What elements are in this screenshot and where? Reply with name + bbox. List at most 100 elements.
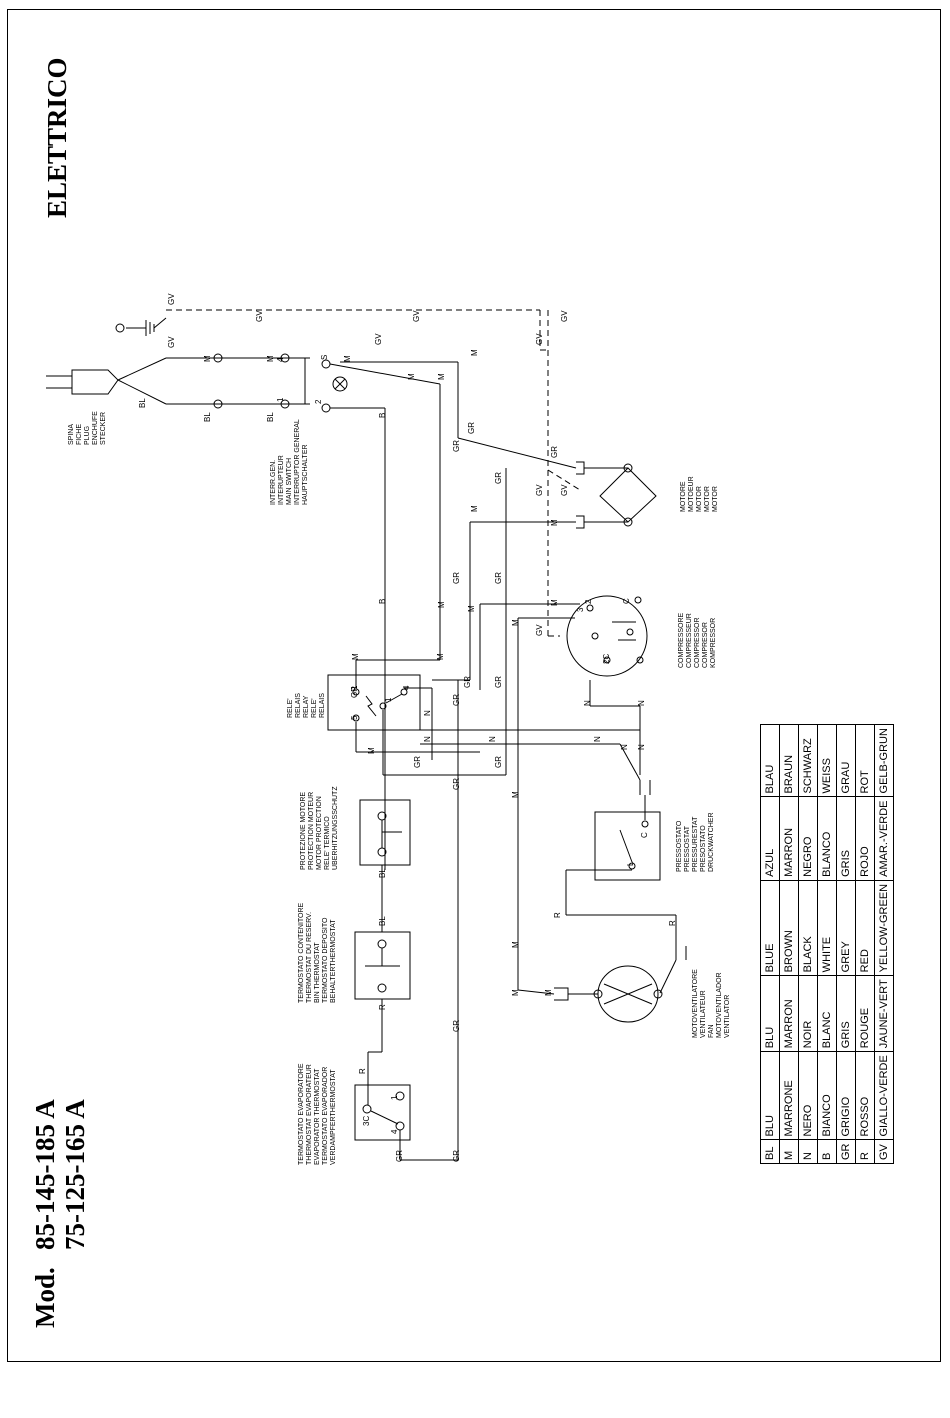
color-name-cell: BRAUN [779, 724, 799, 797]
terminal-label: 5 [350, 715, 359, 720]
terminal-label: C [622, 598, 631, 604]
color-name-cell: NOIR [798, 975, 818, 1052]
wire-tag: BL [378, 916, 387, 926]
color-name-cell: AMAR.-VERDE [874, 796, 894, 881]
wire-tag: M [367, 747, 376, 754]
wire-tag: BL [203, 412, 212, 422]
wire-tag: N [593, 736, 602, 742]
color-name-cell: GIALLO-VERDE [874, 1051, 894, 1140]
model-line-1: 85-145-185 A [30, 1099, 60, 1250]
terminal-label: S [320, 354, 329, 360]
color-name-cell: MARRONE [779, 1051, 799, 1140]
wire-tag: M [470, 349, 479, 356]
wire-tag: GV [535, 484, 544, 496]
wire-tag: M [436, 653, 445, 660]
relay-icon [327, 674, 421, 731]
wire-tag: N [488, 736, 497, 742]
color-name-cell: ROUGE [855, 975, 875, 1052]
wire-tag: GR [413, 756, 422, 768]
color-name-cell: BLANC [817, 975, 837, 1052]
wire-tag: GR [467, 422, 476, 434]
terminal-label: C [640, 832, 649, 838]
color-name-cell: BLACK [798, 880, 818, 976]
wire-tag: GR [494, 472, 503, 484]
wire-tag: GV [167, 293, 176, 305]
wire-tag: M [511, 619, 520, 626]
compressor-icon [566, 595, 648, 677]
wire-tag: R [378, 1004, 387, 1010]
wire-tag: GR [494, 572, 503, 584]
wire-tag: M [351, 653, 360, 660]
wire-tag: GR [494, 756, 503, 768]
color-name-cell: SCHWARZ [798, 724, 818, 797]
wire-tag: N [423, 710, 432, 716]
wire-tag: M [343, 355, 352, 362]
model-line-2: 75-125-165 A [60, 1099, 90, 1250]
wire-tag: GR [452, 1020, 461, 1032]
terminal-label: 2C [602, 653, 611, 664]
color-code-cell: M [779, 1140, 799, 1164]
color-name-cell: RED [855, 880, 875, 976]
wire-tag: GR [452, 440, 461, 452]
wire-tag: GV [412, 310, 421, 322]
terminal-label: 2 [314, 399, 323, 404]
wire-tag: BL [378, 868, 387, 878]
wire-tag: GV [374, 333, 383, 345]
wire-tag: GR [463, 676, 472, 688]
wire-tag: R [668, 920, 677, 926]
terminal-label: 2 [584, 599, 593, 604]
ground-icon [115, 317, 167, 336]
wire-tag: GR [494, 676, 503, 688]
color-name-cell: BIANCO [817, 1051, 837, 1140]
wire-tag: M [437, 373, 446, 380]
terminal-label: 4 [390, 1129, 399, 1134]
wire-tag: GV [167, 336, 176, 348]
wire-tag: M [550, 519, 559, 526]
wire-tag: GR [550, 446, 559, 458]
color-name-cell: BLANCO [817, 796, 837, 881]
color-name-cell: ROT [855, 724, 875, 797]
color-name-cell: GRIS [836, 796, 856, 881]
wire-tag: BL [138, 398, 147, 408]
wire-tag: BL [266, 412, 275, 422]
color-name-cell: JAUNE-VERT [874, 975, 894, 1052]
color-code-cell: BL [760, 1140, 780, 1164]
wire-tag: GR [395, 1150, 404, 1162]
wire-tag: N [620, 744, 629, 750]
page-title: ELETTRICO [42, 57, 72, 218]
color-name-cell: ROJO [855, 796, 875, 881]
evaporator-thermostat-icon [354, 1084, 411, 1141]
wire-tag: N [583, 700, 592, 706]
terminal-label: 1 [276, 397, 285, 402]
wire-tag: M [511, 941, 520, 948]
color-name-cell: ROSSO [855, 1051, 875, 1140]
color-name-cell: BLU [760, 975, 780, 1052]
color-name-cell: MARRON [779, 796, 799, 881]
bin-thermostat-icon [354, 931, 411, 1000]
ground-wire-gv [166, 309, 581, 637]
wire-tag: M [437, 601, 446, 608]
color-code-cell: R [855, 1140, 875, 1164]
terminal-label: 3 [576, 607, 585, 612]
color-name-cell: BLUE [760, 880, 780, 976]
terminal-label: L [626, 861, 635, 866]
color-code-cell: B [817, 1140, 837, 1164]
wire-tag: GR [452, 1150, 461, 1162]
wire-tag: B [378, 598, 387, 604]
drawing-frame [7, 9, 941, 1362]
color-name-cell: BLAU [760, 724, 780, 797]
motor-protection-icon [359, 799, 411, 866]
